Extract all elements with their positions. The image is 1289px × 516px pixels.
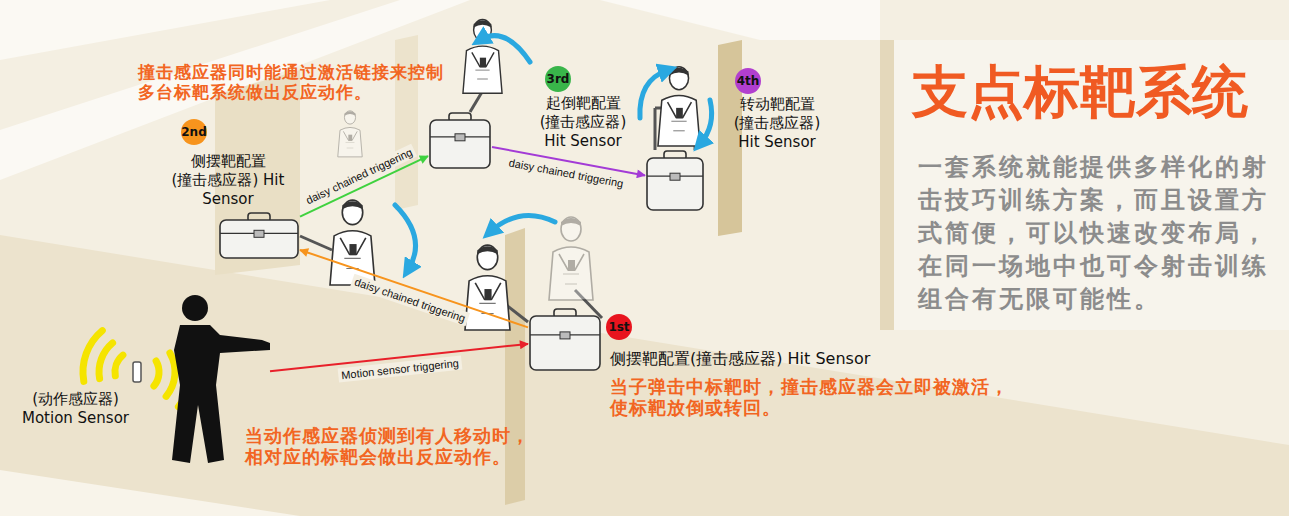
node-label: 起倒靶配置 (撞击感应器) Hit Sensor	[528, 94, 638, 151]
target-node: 2nd侧摆靶配置 (撞击感应器) Hit Sensor	[218, 212, 300, 260]
illustration-part	[395, 205, 416, 270]
case-latch	[455, 134, 465, 141]
node-label: (动作感应器) Motion Sensor	[8, 390, 143, 428]
illustration-part	[640, 70, 668, 118]
motion-sensor-device	[133, 362, 141, 382]
callout-number: 4th	[735, 68, 761, 94]
note-text: 当动作感应器侦测到有人移动时，相对应的标靶会做出反应动作。	[245, 425, 541, 467]
illustration-part	[338, 111, 362, 157]
illustration-part	[654, 108, 657, 150]
illustration-part	[154, 361, 159, 386]
illustration-part	[300, 236, 332, 250]
description-text: 一套系统就能提供多样化的射击技巧训练方案，而且设置方式简便，可以快速改变布局，在…	[918, 150, 1280, 315]
shooter-head	[182, 295, 208, 321]
connector-label: daisy chained triggering	[350, 274, 470, 327]
note-text: 当子弹击中标靶时，撞击感应器会立即被激活，使标靶放倒或转回。	[610, 376, 1020, 418]
node-shape	[428, 112, 492, 170]
illustration-part	[490, 215, 555, 232]
title: 支点标靶系统	[912, 58, 1248, 124]
illustration-part	[83, 331, 102, 382]
callout-number: 2nd	[181, 119, 207, 145]
node-shape	[218, 212, 300, 260]
case-latch	[560, 332, 570, 339]
case-body	[647, 158, 703, 210]
illustration-part	[480, 36, 530, 62]
case-latch	[670, 173, 680, 180]
case-body	[430, 120, 490, 168]
node-label: 侧摆靶配置 (撞击感应器) Hit Sensor	[170, 152, 286, 209]
illustration-part	[0, 470, 300, 516]
illustration-part	[99, 343, 113, 379]
note-text: 撞击感应器同时能通过激活链接来控制多台标靶系统做出反应动作。	[138, 62, 460, 102]
illustration-part	[115, 355, 123, 376]
node-shape	[528, 308, 602, 372]
trigger-connector	[300, 250, 528, 327]
illustration-part	[395, 35, 418, 210]
connector-label: daisy chained triggering	[301, 143, 417, 208]
illustration-part	[549, 217, 593, 300]
target-node: 3rd起倒靶配置 (撞击感应器) Hit Sensor	[428, 112, 492, 170]
illustration-part	[463, 19, 502, 93]
info-panel	[880, 40, 1289, 330]
illustration-part	[600, 0, 880, 40]
illustration-part	[166, 353, 175, 396]
target-node: 1st侧摆靶配置(撞击感应器) Hit Sensor	[528, 308, 602, 372]
connector-label: daisy chained triggering	[505, 155, 628, 191]
illustration-part	[470, 92, 482, 112]
node-label: 转动靶配置 (撞击感应器) Hit Sensor	[721, 95, 833, 152]
illustration-part	[880, 40, 894, 330]
connector-label: Motion sensor triggering	[338, 356, 463, 383]
case-body	[530, 316, 600, 370]
illustration-part	[700, 100, 712, 144]
node-shape	[645, 150, 705, 212]
illustration-part	[465, 245, 510, 330]
walls	[215, 35, 742, 505]
node-label: 侧摆靶配置(撞击感应器) Hit Sensor	[610, 349, 870, 369]
target-node: 4th转动靶配置 (撞击感应器) Hit Sensor	[645, 150, 705, 212]
callout-number: 1st	[606, 314, 632, 340]
illustration-part	[658, 67, 700, 146]
case-latch	[254, 230, 264, 237]
callout-number: 3rd	[545, 66, 571, 92]
illustration-part	[880, 40, 1289, 330]
case-body	[220, 220, 298, 258]
